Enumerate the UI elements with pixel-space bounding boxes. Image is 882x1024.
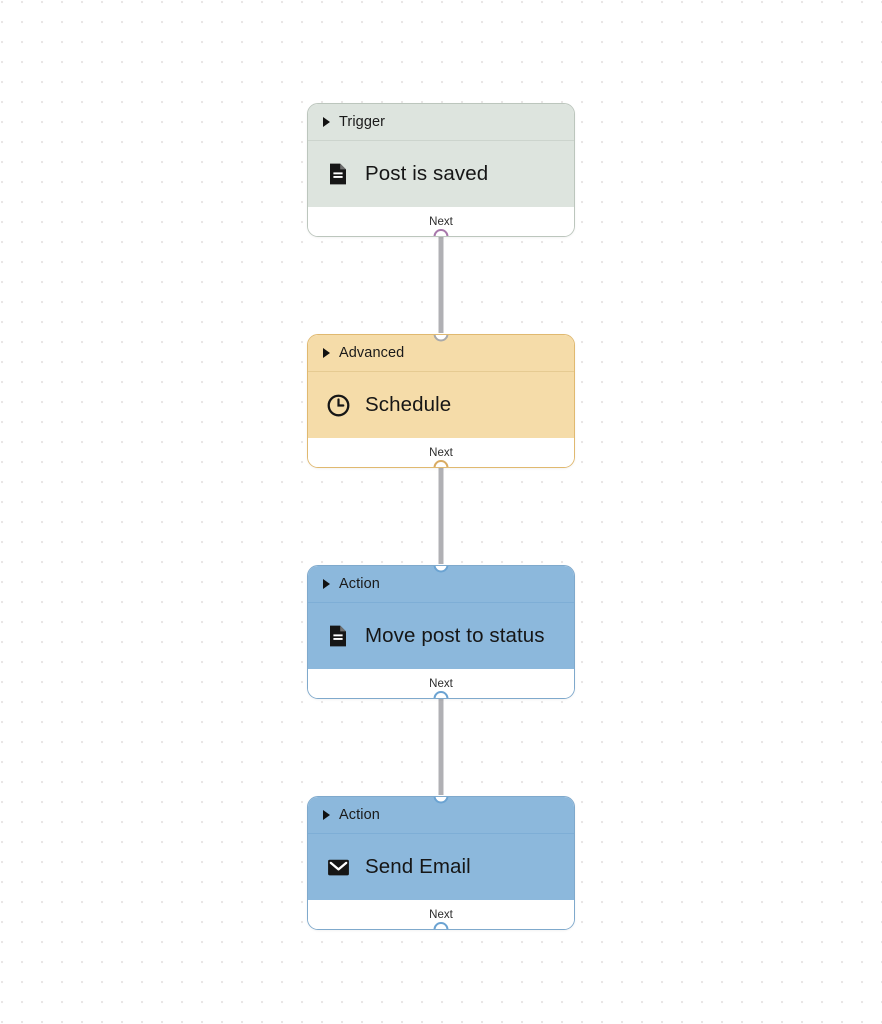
node-divider xyxy=(308,140,574,141)
node-footer-label: Next xyxy=(429,446,453,459)
node-header-label: Action xyxy=(339,807,380,823)
source-handle[interactable] xyxy=(433,228,449,236)
workflow-node-trigger[interactable]: Trigger Post is saved Next xyxy=(307,103,575,237)
document-icon xyxy=(325,161,351,187)
node-header-label: Trigger xyxy=(339,114,386,130)
workflow-node-action-move-post[interactable]: Action Move post to status Next xyxy=(307,565,575,699)
node-header-trigger[interactable]: Trigger xyxy=(308,104,574,140)
node-divider xyxy=(308,371,574,372)
source-handle[interactable] xyxy=(433,921,449,929)
chevron-right-icon[interactable] xyxy=(323,117,330,127)
envelope-icon xyxy=(325,854,351,880)
node-footer-label: Next xyxy=(429,677,453,690)
node-title: Post is saved xyxy=(365,162,489,185)
node-header-label: Advanced xyxy=(339,345,405,361)
node-divider xyxy=(308,602,574,603)
node-title: Move post to status xyxy=(365,624,545,647)
node-header-action[interactable]: Action xyxy=(308,797,574,833)
node-body-advanced[interactable]: Schedule xyxy=(308,372,574,438)
source-handle[interactable] xyxy=(433,690,449,698)
node-footer-label: Next xyxy=(429,215,453,228)
node-title: Send Email xyxy=(365,855,471,878)
node-header-label: Action xyxy=(339,576,380,592)
clock-icon xyxy=(325,392,351,418)
node-body-trigger[interactable]: Post is saved xyxy=(308,141,574,207)
document-icon xyxy=(325,623,351,649)
node-footer-label: Next xyxy=(429,908,453,921)
node-header-advanced[interactable]: Advanced xyxy=(308,335,574,371)
workflow-node-advanced[interactable]: Advanced Schedule Next xyxy=(307,334,575,468)
chevron-right-icon[interactable] xyxy=(323,579,330,589)
node-header-action[interactable]: Action xyxy=(308,566,574,602)
workflow-node-action-send-email[interactable]: Action Send Email Next xyxy=(307,796,575,930)
chevron-right-icon[interactable] xyxy=(323,810,330,820)
node-body-action[interactable]: Send Email xyxy=(308,834,574,900)
node-title: Schedule xyxy=(365,393,452,416)
node-divider xyxy=(308,833,574,834)
source-handle[interactable] xyxy=(433,459,449,467)
node-body-action[interactable]: Move post to status xyxy=(308,603,574,669)
chevron-right-icon[interactable] xyxy=(323,348,330,358)
